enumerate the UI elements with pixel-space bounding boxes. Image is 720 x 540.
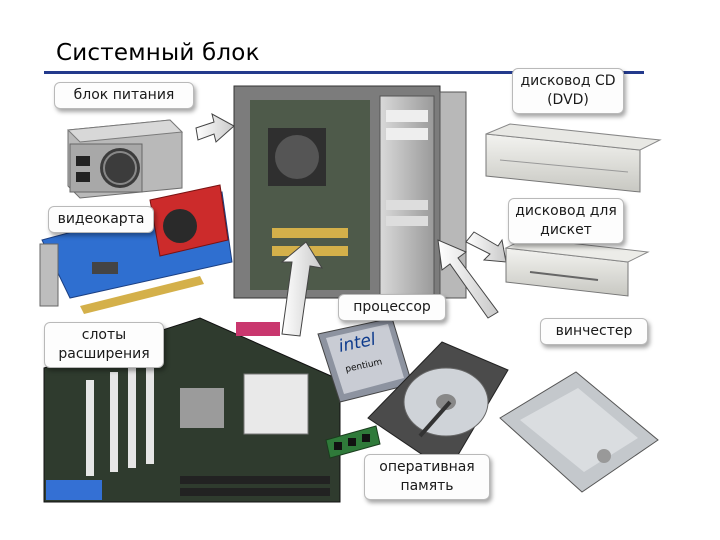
callout-cd-drive-label: дисковод CD (DVD) — [512, 68, 624, 114]
computer-case-image — [234, 86, 466, 298]
callout-power-supply-label: блок питания — [54, 82, 194, 109]
callout-hard-drive: винчестер — [540, 318, 648, 345]
callout-cpu: процессор — [338, 294, 446, 321]
power-supply-image — [68, 120, 182, 198]
callout-expansion-slots: слоты расширения — [44, 322, 164, 368]
cd-drive-image — [486, 124, 660, 192]
callout-video-card: видеокарта — [48, 206, 154, 233]
callout-hard-drive-label: винчестер — [540, 318, 648, 345]
video-card-image — [40, 185, 232, 314]
callout-cpu-label: процессор — [338, 294, 446, 321]
callout-cd-drive: дисковод CD (DVD) — [512, 68, 624, 114]
floppy-drive-image — [506, 238, 648, 296]
callout-expansion-slots-label: слоты расширения — [44, 322, 164, 368]
callout-ram-label: оперативная память — [364, 454, 490, 500]
callout-video-card-label: видеокарта — [48, 206, 154, 233]
callout-ram: оперативная память — [364, 454, 490, 500]
callout-floppy-drive-label: дисковод для дискет — [508, 198, 624, 244]
hard-disk-image — [500, 372, 658, 492]
callout-floppy-drive: дисковод для дискет — [508, 198, 624, 244]
callout-power-supply: блок питания — [54, 82, 194, 109]
